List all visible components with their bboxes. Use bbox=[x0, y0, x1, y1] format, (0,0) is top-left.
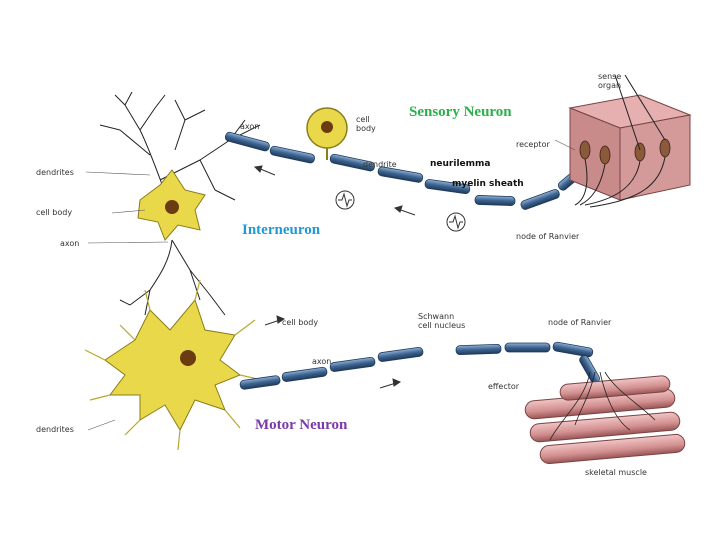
label-dendrites-top: dendrites bbox=[36, 168, 74, 177]
skeletal-muscle bbox=[524, 371, 686, 464]
impulse-symbol bbox=[335, 190, 466, 232]
sense-organ-skin bbox=[568, 74, 692, 208]
label-axon-left: axon bbox=[60, 239, 80, 248]
interneuron-dendrite-tree bbox=[99, 91, 261, 316]
label-cell-body-motor: cell body bbox=[282, 318, 319, 327]
motor-axon bbox=[239, 341, 600, 390]
label-receptor: receptor bbox=[516, 140, 550, 149]
motor-neuron-title: Motor Neuron bbox=[255, 417, 348, 433]
label-cell-body-left: cell body bbox=[36, 208, 73, 217]
interneuron-title: Interneuron bbox=[242, 222, 321, 238]
label-axon-top: axon bbox=[240, 122, 260, 131]
label-neurilemma: neurilemma bbox=[430, 159, 491, 169]
label-cell-body-top: cell body bbox=[356, 115, 376, 133]
label-leader-lines bbox=[85, 139, 576, 431]
motor-neuron-cell-body bbox=[84, 279, 263, 451]
label-myelin-sheath: myelin sheath bbox=[452, 179, 524, 189]
label-schwann-cell-nucleus: Schwann cell nucleus bbox=[418, 312, 466, 330]
sensory-neuron-title: Sensory Neuron bbox=[409, 104, 512, 120]
label-dendrites-bottom: dendrites bbox=[36, 425, 74, 434]
label-sense-organ: sense organ bbox=[598, 72, 622, 90]
label-skeletal-muscle: skeletal muscle bbox=[585, 468, 647, 477]
label-node-of-ranvier-bottom: node of Ranvier bbox=[548, 318, 612, 327]
sensory-cell-body bbox=[306, 107, 348, 160]
label-effector: effector bbox=[488, 382, 520, 391]
label-node-of-ranvier-top: node of Ranvier bbox=[516, 232, 580, 241]
interneuron-cell-body bbox=[137, 169, 206, 241]
direction-arrows bbox=[253, 165, 416, 389]
label-axon-motor: axon bbox=[312, 357, 332, 366]
label-dendrite: dendrite bbox=[363, 160, 397, 169]
